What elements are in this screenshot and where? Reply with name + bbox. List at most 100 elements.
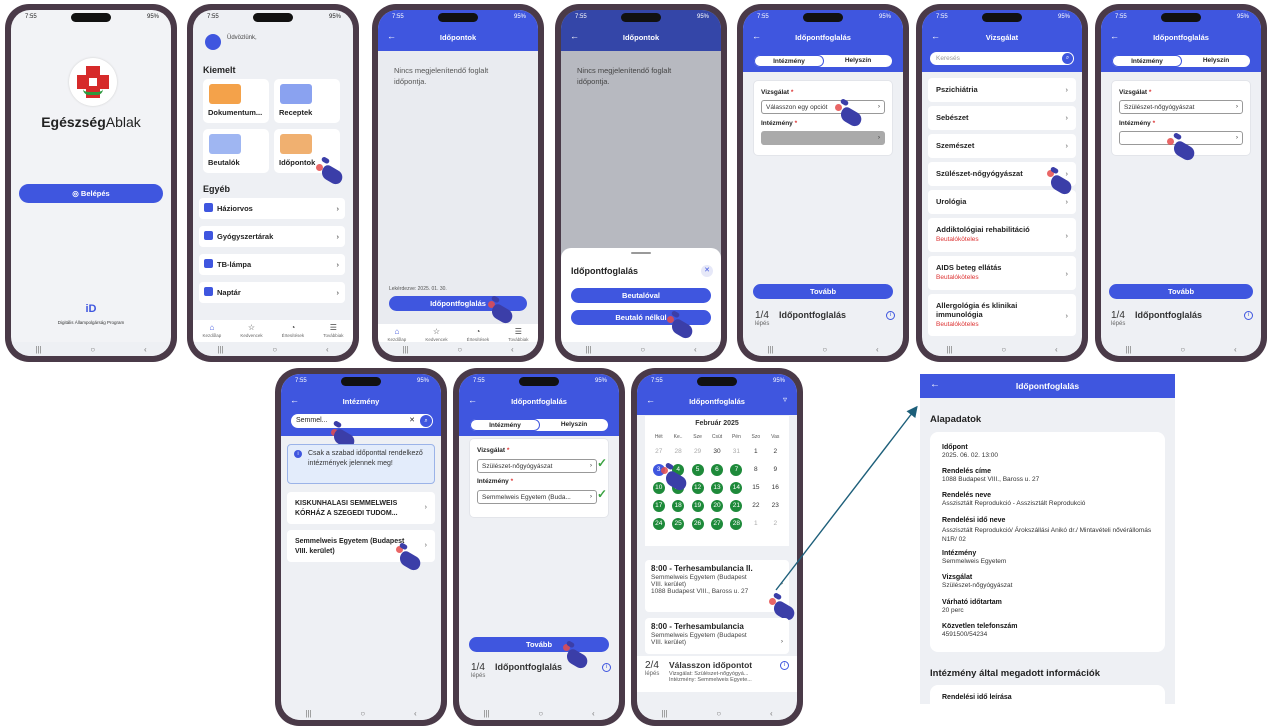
recents-icon[interactable]: ||| [305, 708, 312, 718]
recents-icon[interactable]: ||| [767, 344, 774, 354]
recents-icon[interactable]: ||| [1125, 344, 1132, 354]
back-arrow-icon[interactable]: ← [468, 395, 477, 405]
row-tb-lamp[interactable]: TB-lámpa› [199, 254, 345, 275]
recents-icon[interactable]: ||| [585, 344, 592, 354]
tab-location[interactable]: Helyszín [560, 421, 588, 428]
home-icon[interactable]: ○ [457, 344, 463, 354]
list-item[interactable]: Pszichiátria› [928, 78, 1076, 102]
calendar-day[interactable]: 10 [649, 482, 668, 494]
home-icon[interactable]: ○ [360, 708, 366, 718]
tab-institution[interactable]: Intézmény [754, 55, 824, 67]
calendar-day[interactable]: 14 [727, 482, 746, 494]
back-icon[interactable]: ‹ [693, 344, 697, 354]
exam-select[interactable]: Válasszon egy opciót› [761, 100, 885, 114]
calendar-day[interactable]: 27 [707, 518, 726, 530]
calendar-day[interactable]: 12 [688, 482, 707, 494]
recents-icon[interactable]: ||| [402, 344, 409, 354]
back-icon[interactable]: ‹ [1233, 344, 1237, 354]
nav-more[interactable]: ☰Továbbiak [323, 323, 344, 338]
back-icon[interactable]: ‹ [325, 344, 329, 354]
back-arrow-icon[interactable]: ← [931, 31, 940, 41]
exam-select[interactable]: Szülészet-nőgyógyászat› [1119, 100, 1243, 114]
info-icon[interactable]: i [1244, 311, 1253, 320]
calendar-day[interactable]: 6 [707, 464, 726, 476]
back-icon[interactable]: ‹ [1054, 344, 1058, 354]
tab-location[interactable]: Helyszín [1202, 57, 1230, 64]
list-item[interactable]: Semmelweis Egyetem (Budapest VIII. kerül… [287, 530, 435, 562]
search-input[interactable]: Semmel...✕⌕ [291, 414, 433, 428]
exam-select[interactable]: Szülészet-nőgyógyászat› [477, 459, 597, 473]
nav-favorites[interactable]: ☆Kedvencek [240, 323, 263, 338]
list-item[interactable]: Urológia› [928, 190, 1076, 214]
calendar-day[interactable]: 26 [688, 518, 707, 530]
institution-select[interactable]: Semmelweis Egyetem (Buda...› [477, 490, 597, 504]
search-icon[interactable]: ⌕ [420, 415, 432, 427]
back-icon[interactable]: ‹ [143, 344, 147, 354]
row-pharmacies[interactable]: Gyógyszertárak› [199, 226, 345, 247]
filter-icon[interactable]: ▿ [782, 395, 787, 404]
recents-icon[interactable]: ||| [217, 344, 224, 354]
recents-icon[interactable]: ||| [946, 344, 953, 354]
next-button[interactable]: Tovább [469, 637, 609, 652]
home-icon[interactable]: ○ [716, 708, 722, 718]
tile-prescriptions[interactable]: Receptek [274, 79, 340, 123]
avatar[interactable] [205, 34, 221, 50]
tab-institution[interactable]: Intézmény [1112, 55, 1182, 67]
nav-favorites[interactable]: ☆Kedvencek [425, 327, 448, 342]
back-arrow-icon[interactable]: ← [290, 395, 299, 405]
without-referral-button[interactable]: Beutaló nélkül [571, 310, 711, 325]
back-icon[interactable]: ‹ [591, 708, 595, 718]
recents-icon[interactable]: ||| [35, 344, 42, 354]
nav-home[interactable]: ⌂Kezdőlap [387, 327, 407, 342]
nav-home[interactable]: ⌂Kezdőlap [202, 323, 222, 338]
back-arrow-icon[interactable]: ← [387, 31, 396, 41]
close-icon[interactable]: ✕ [701, 265, 713, 277]
tab-institution[interactable]: Intézmény [470, 419, 540, 431]
info-icon[interactable]: i [780, 661, 789, 670]
calendar-day[interactable]: 24 [649, 518, 668, 530]
clear-icon[interactable]: ✕ [409, 417, 415, 424]
list-item[interactable]: Sebészet› [928, 106, 1076, 130]
home-icon[interactable]: ○ [822, 344, 828, 354]
calendar-day[interactable]: 5 [688, 464, 707, 476]
calendar-day[interactable]: 20 [707, 500, 726, 512]
search-input[interactable]: Keresés⌕ [930, 52, 1074, 65]
home-icon[interactable]: ○ [640, 344, 646, 354]
list-item[interactable]: KISKUNHALASI SEMMELWEIS KÓRHÁZ A SZEGEDI… [287, 492, 435, 524]
back-icon[interactable]: ‹ [413, 708, 417, 718]
calendar-day[interactable]: 28 [727, 518, 746, 530]
recents-icon[interactable]: ||| [661, 708, 668, 718]
back-arrow-icon[interactable]: ← [570, 31, 579, 41]
back-arrow-icon[interactable]: ← [1110, 31, 1119, 41]
calendar-day[interactable]: 18 [668, 500, 687, 512]
nav-notifications[interactable]: ◔Értesítések [466, 327, 490, 342]
home-icon[interactable]: ○ [1001, 344, 1007, 354]
back-icon[interactable]: ‹ [875, 344, 879, 354]
calendar-day[interactable]: 19 [688, 500, 707, 512]
calendar-day[interactable]: 25 [668, 518, 687, 530]
home-icon[interactable]: ○ [1180, 344, 1186, 354]
home-icon[interactable]: ○ [90, 344, 96, 354]
search-icon[interactable]: ⌕ [1062, 53, 1073, 64]
login-button[interactable]: ◎ Belépés [19, 184, 163, 203]
calendar-day[interactable]: 17 [649, 500, 668, 512]
back-icon[interactable]: ‹ [510, 344, 514, 354]
home-icon[interactable]: ○ [538, 708, 544, 718]
back-arrow-icon[interactable]: ← [930, 379, 940, 390]
tab-location[interactable]: Helyszín [844, 57, 872, 64]
nav-more[interactable]: ☰Továbbiak [508, 327, 529, 342]
row-calendar[interactable]: Naptár› [199, 282, 345, 303]
home-icon[interactable]: ○ [272, 344, 278, 354]
recents-icon[interactable]: ||| [483, 708, 490, 718]
calendar-day[interactable]: 7 [727, 464, 746, 476]
tile-documents[interactable]: Dokumentum... [203, 79, 269, 123]
row-gp[interactable]: Háziorvos› [199, 198, 345, 219]
back-arrow-icon[interactable]: ← [646, 395, 655, 405]
list-item[interactable]: Szemészet› [928, 134, 1076, 158]
tile-referrals[interactable]: Beutalók [203, 129, 269, 173]
next-button[interactable]: Tovább [1109, 284, 1253, 299]
